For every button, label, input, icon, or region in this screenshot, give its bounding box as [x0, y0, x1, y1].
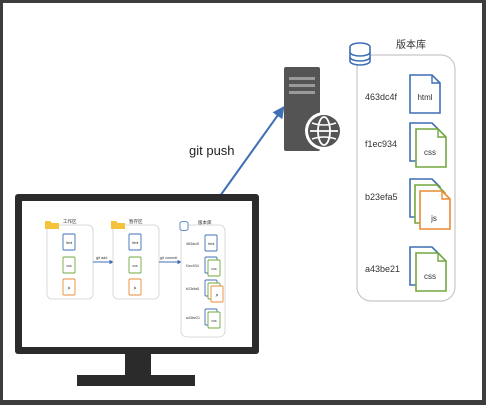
file-icon: [62, 256, 76, 274]
mini-file-label: css: [132, 264, 138, 268]
file-icon: [128, 278, 142, 296]
monitor: 工作区 html css js git add 暂存区 html css js …: [15, 194, 259, 386]
folder-icon: [111, 221, 125, 229]
remote-file-label: js: [430, 214, 437, 223]
git-commit-label: git commit: [160, 256, 178, 260]
mini-file-label: js: [133, 286, 137, 290]
remote-repo-title: 版本库: [396, 38, 426, 51]
mini-file-label: js: [215, 293, 219, 297]
stacked-file-icon: [204, 308, 221, 329]
mini-file-label: html: [66, 241, 73, 245]
push-label: git push: [189, 143, 235, 158]
stacked-file-icon: [409, 246, 447, 292]
remote-file-label: css: [424, 272, 436, 281]
mini-file-label: css: [211, 319, 217, 323]
working-dir-title: 工作区: [63, 218, 77, 225]
file-icon: [128, 233, 142, 251]
mini-file-label: html: [208, 242, 215, 246]
remote-repo-panel: 版本库 463dc4f html f1ec934 css b23efa5 js …: [349, 38, 456, 302]
mini-commit-hash: 463dc4f: [186, 242, 199, 246]
database-icon: [349, 42, 371, 66]
remote-file-label: html: [417, 93, 432, 102]
mini-file-label: html: [132, 241, 139, 245]
mini-commit-hash: f1ec934: [186, 264, 199, 268]
remote-commit-hash: b23efa5: [365, 192, 398, 202]
stacked-file-icon: [204, 279, 224, 303]
stacked-file-icon: [204, 256, 221, 277]
file-icon: [62, 278, 76, 296]
mini-commit-hash: b23efa5: [186, 287, 199, 291]
mini-repo-title: 版本库: [198, 219, 212, 226]
remote-repo-box: [356, 54, 456, 302]
push-arrow: [214, 106, 285, 204]
file-icon: [204, 234, 218, 252]
remote-commit-hash: f1ec934: [365, 139, 397, 149]
stacked-file-icon: [409, 122, 447, 168]
remote-file-label: css: [424, 148, 436, 157]
folder-icon: [45, 221, 59, 229]
monitor-base: [77, 375, 195, 386]
stacked-file-icon: [409, 178, 451, 230]
file-icon: [128, 256, 142, 274]
diagram-svg: 版本库 463dc4f html f1ec934 css b23efa5 js …: [15, 38, 456, 386]
file-icon: [62, 233, 76, 251]
git-add-label: git add: [96, 256, 107, 260]
html-file-icon: [409, 74, 441, 114]
diagram-canvas: 版本库 463dc4f html f1ec934 css b23efa5 js …: [3, 3, 482, 400]
mini-file-label: css: [66, 264, 72, 268]
database-icon: [179, 220, 189, 231]
globe-icon: [305, 112, 343, 150]
mini-file-label: js: [67, 286, 71, 290]
remote-commit-hash: 463dc4f: [365, 92, 398, 102]
monitor-neck: [125, 354, 151, 375]
remote-commit-hash: a43be21: [365, 264, 400, 274]
mini-commit-hash: a43be21: [186, 316, 200, 320]
staging-title: 暂存区: [129, 218, 143, 225]
mini-file-label: css: [211, 267, 217, 271]
